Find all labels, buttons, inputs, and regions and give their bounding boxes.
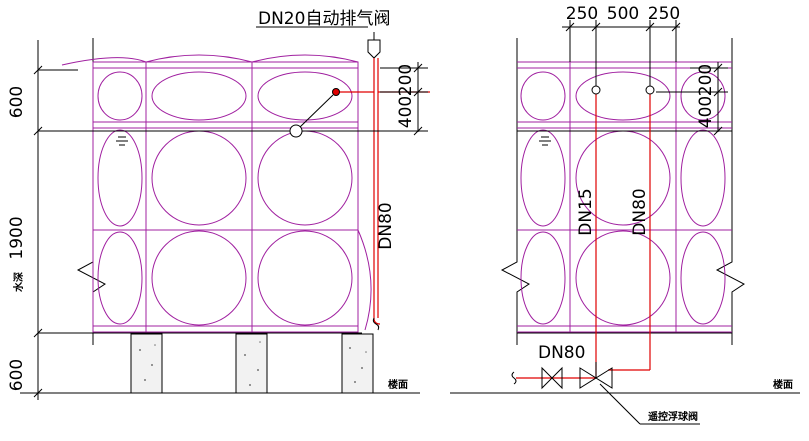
right-water-level-mark <box>539 136 551 146</box>
right-pipe-inlet-dn80 <box>645 85 655 95</box>
left-pedestals <box>130 333 374 394</box>
left-dim-400: 400 <box>396 96 416 128</box>
right-dim-200: 200 <box>696 64 716 96</box>
right-pipe-dn15-label: DN15 <box>576 188 596 235</box>
left-vent-valve: DN20自动排气阀 <box>256 9 390 59</box>
left-tank-view: 600 1900 水深 600 DN20自动排气阀 <box>7 9 430 400</box>
left-dim-bottom: 600 <box>7 359 27 391</box>
left-pipe-break <box>372 317 380 331</box>
right-pipe-dn80-label: DN80 <box>630 188 650 235</box>
right-break-line-left <box>500 38 530 345</box>
left-floor-label: 楼面 <box>388 378 408 391</box>
right-dim-side-chain <box>656 62 728 136</box>
right-panel-grid <box>517 61 732 333</box>
left-dimension-chain <box>33 40 43 400</box>
left-water-depth-prefix: 水深 <box>12 272 25 293</box>
float-valve-label: 遥控浮球阀 <box>648 410 698 423</box>
right-red-pipes <box>516 92 651 379</box>
right-dim-250-left: 250 <box>566 4 598 24</box>
vent-valve-label: DN20自动排气阀 <box>258 9 390 29</box>
left-leader-line <box>299 94 334 128</box>
left-leader-circle <box>289 124 303 138</box>
right-dim-250-right: 250 <box>648 4 680 24</box>
left-pipe-label: DN80 <box>376 202 396 249</box>
right-dim-400: 400 <box>696 96 716 128</box>
right-float-valve <box>579 362 613 389</box>
left-dim-top: 600 <box>7 86 27 118</box>
right-tank-view: 250 500 250 200 400 DN15 DN80 <box>450 4 800 425</box>
right-gate-valve <box>541 366 563 390</box>
left-panel-grid <box>61 54 372 333</box>
right-level-lines <box>450 130 800 394</box>
left-water-level-mark <box>116 136 128 146</box>
left-pipe-outlet <box>332 88 340 96</box>
float-valve-leader <box>599 383 641 425</box>
right-pipe-break <box>511 371 517 385</box>
right-valve-label: DN80 <box>538 343 585 363</box>
left-dim-water-depth: 1900 <box>7 216 27 259</box>
left-dim-right-chain <box>360 62 428 136</box>
left-dim-200: 200 <box>396 64 416 96</box>
right-pipe-inlet-dn15 <box>591 85 601 95</box>
right-floor-label: 楼面 <box>773 378 793 391</box>
right-break-line-right <box>715 38 745 345</box>
right-dim-top-chain <box>562 20 681 88</box>
right-dim-500: 500 <box>607 4 639 24</box>
